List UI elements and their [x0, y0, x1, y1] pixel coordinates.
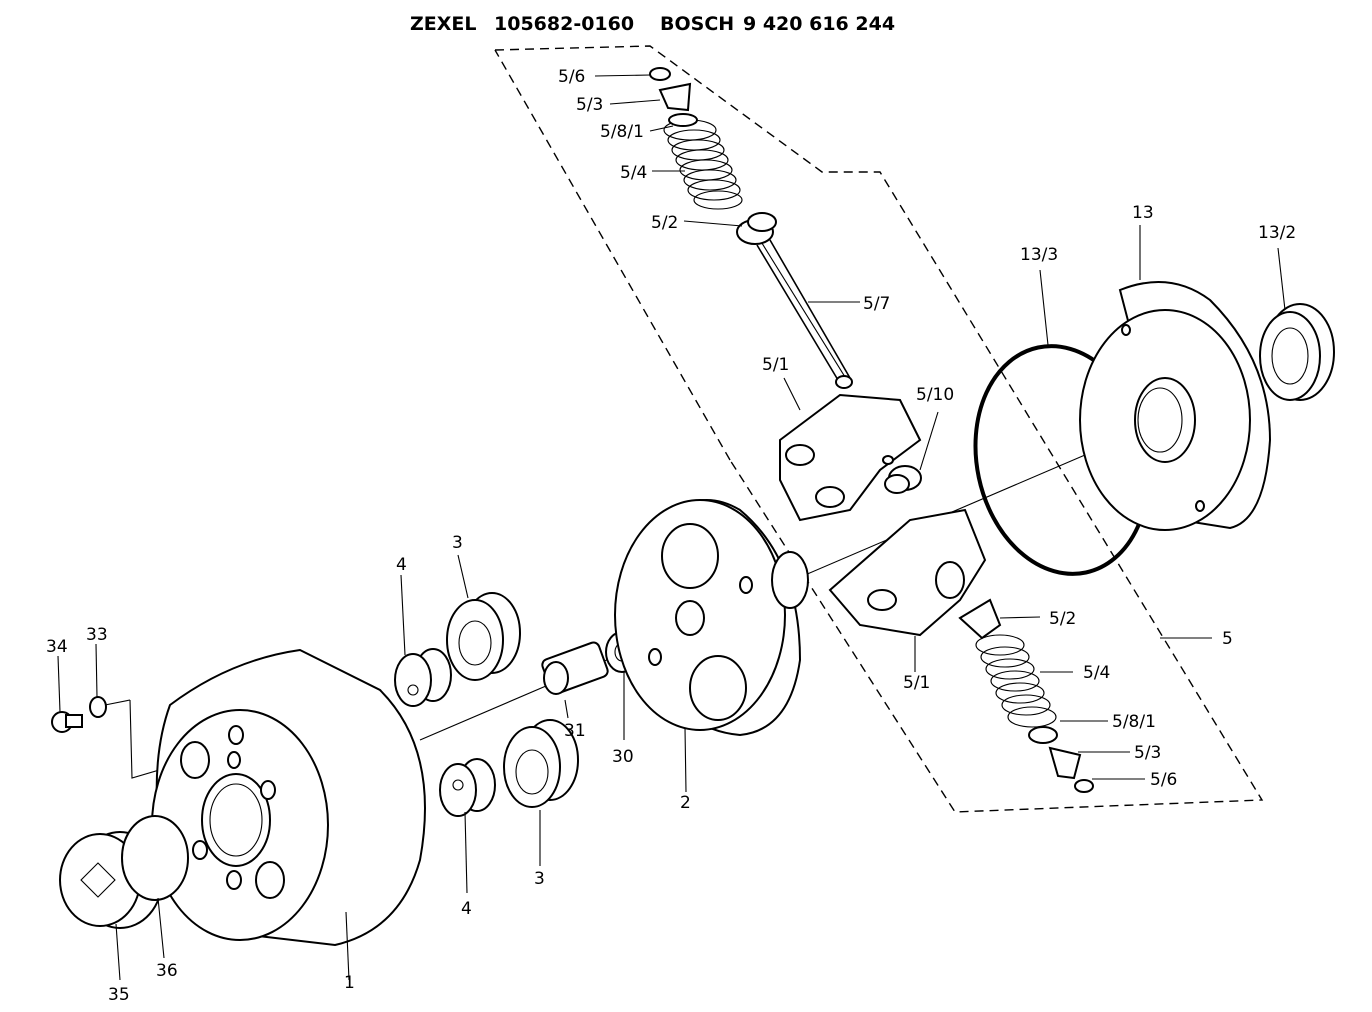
piston-part-4-bottom [439, 758, 496, 817]
label-3-top: 3 [452, 533, 463, 553]
label-34: 34 [46, 637, 68, 657]
label-36: 36 [156, 961, 178, 981]
brand-bosch: BOSCH [660, 13, 734, 35]
label-30: 30 [612, 747, 634, 767]
label-5-2-bottom: 5/2 [1049, 609, 1076, 629]
housing-part-1 [151, 648, 426, 947]
label-5-4-bottom: 5/4 [1083, 663, 1110, 683]
label-5-6-bottom: 5/6 [1150, 770, 1177, 790]
piston-part-4-top [394, 648, 452, 707]
label-5-4-top: 5/4 [620, 163, 647, 183]
label-35: 35 [108, 985, 130, 1005]
housing-bore [201, 773, 271, 867]
label-5-10: 5/10 [916, 385, 954, 405]
retainer-part-5-3-bottom [1048, 746, 1082, 780]
clip-part-5-6-bottom [1074, 779, 1094, 793]
label-3-bottom: 3 [534, 869, 545, 889]
spring-part-5-4-top [663, 119, 743, 210]
label-5-3-top: 5/3 [576, 95, 603, 115]
label-31: 31 [564, 721, 586, 741]
bosch-part-number: 9 420 616 244 [743, 13, 895, 35]
label-5-8-1-top: 5/8/1 [600, 122, 644, 142]
oring-part-36 [121, 815, 189, 901]
label-5-1-bottom: 5/1 [903, 673, 930, 693]
label-4-top: 4 [396, 555, 407, 575]
label-5: 5 [1222, 629, 1233, 649]
seat-part-5-2-bottom [958, 598, 1002, 640]
label-5-6-top: 5/6 [558, 67, 585, 87]
brand-zexel: ZEXEL [410, 13, 477, 35]
valve-stack-top [649, 67, 853, 389]
spring-part-5-4-bottom [975, 634, 1057, 728]
rod-part-5-7 [756, 244, 839, 381]
pin-part-5-10 [884, 465, 922, 494]
label-2: 2 [680, 793, 691, 813]
label-4-bottom: 4 [461, 899, 472, 919]
washer-part-33 [89, 696, 107, 718]
block-part-5-1-top [779, 393, 922, 522]
label-13-3: 13/3 [1020, 245, 1058, 265]
valve-stack-bottom [958, 598, 1094, 793]
retainer-part-5-3-top [658, 82, 692, 112]
washer-part-5-8-1-top [668, 113, 698, 127]
assembly-5-boundary-left [494, 49, 731, 461]
label-5-8-1-bottom: 5/8/1 [1112, 712, 1156, 732]
diagram-title: ZEXEL 105682-0160 BOSCH 9 420 616 244 [410, 13, 895, 35]
washer-part-5-8-1-bottom [1028, 726, 1058, 744]
block-part-5-1-bottom [828, 508, 987, 637]
sleeve-part-3-top [446, 592, 521, 681]
label-1: 1 [344, 973, 355, 993]
zexel-part-number: 105682-0160 [494, 13, 634, 35]
cover-part-13 [1079, 281, 1272, 531]
seal-part-13-2 [1259, 303, 1335, 401]
screw-part-34 [51, 711, 83, 733]
cam-plate-part-2 [614, 499, 809, 737]
label-5-7: 5/7 [863, 294, 890, 314]
part-labels: 5/6 5/3 5/8/1 5/4 5/2 5/7 5/1 5/10 13/3 … [46, 67, 1296, 1005]
label-5-3-bottom: 5/3 [1134, 743, 1161, 763]
assembly-5-boundary [494, 45, 1264, 813]
sleeve-part-3-bottom [503, 719, 579, 808]
leader-lines [57, 74, 1286, 981]
nut-part-31 [541, 641, 609, 695]
label-13: 13 [1132, 203, 1154, 223]
clip-part-5-6-top [649, 67, 671, 81]
label-5-2-top: 5/2 [651, 213, 678, 233]
label-33: 33 [86, 625, 108, 645]
label-13-2: 13/2 [1258, 223, 1296, 243]
label-5-1-top: 5/1 [762, 355, 789, 375]
